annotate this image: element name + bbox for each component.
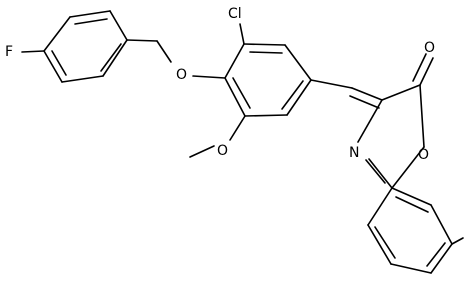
methoxy-oxygen-label: O [217, 143, 228, 159]
ring-oxygen-label: O [418, 147, 429, 163]
fluorine-label: F [5, 44, 13, 60]
ether-oxygen-label: O [176, 67, 187, 83]
chlorine-label: Cl [228, 6, 242, 22]
bond-lines [21, 10, 464, 274]
atom-labels: F Cl O O O O N [5, 6, 435, 163]
ring-nitrogen-label: N [349, 145, 359, 161]
carbonyl-oxygen-label: O [424, 40, 435, 56]
